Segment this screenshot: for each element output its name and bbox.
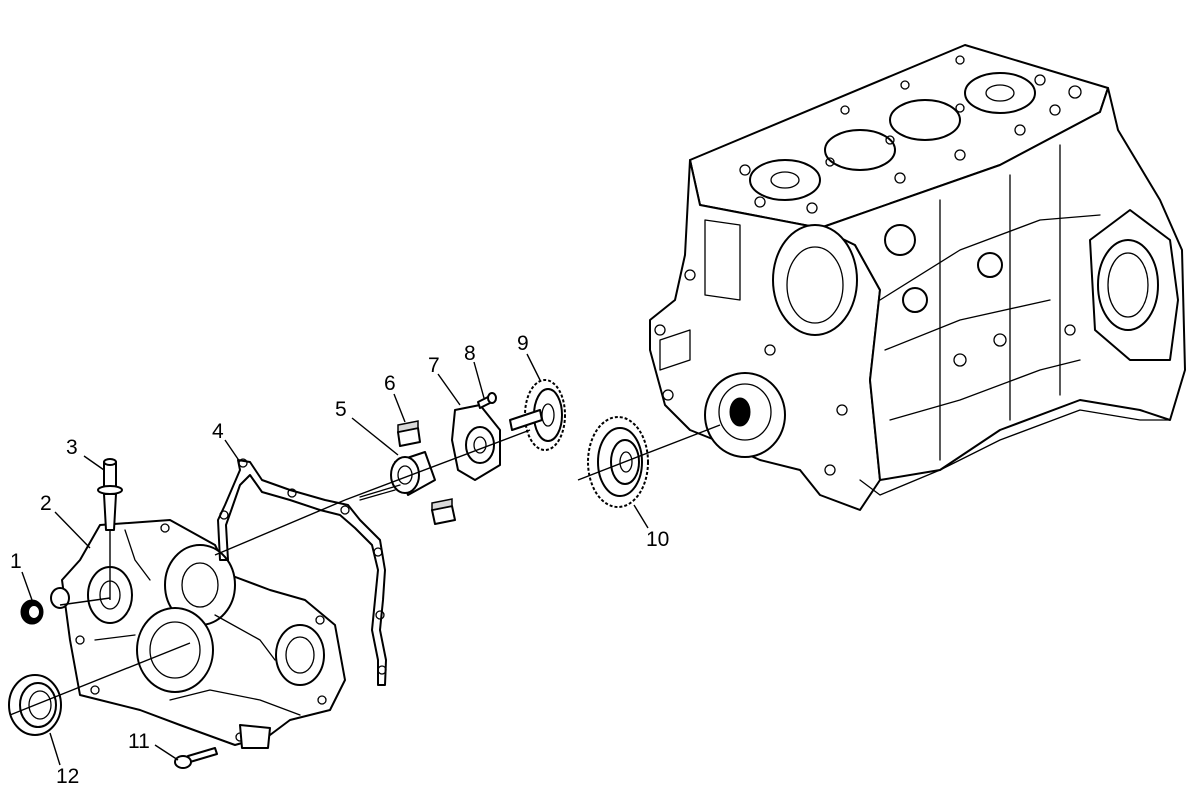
- callout-11: 11: [128, 730, 150, 753]
- shim-blocks: [397, 420, 456, 525]
- front-cover-gasket: [217, 458, 387, 686]
- oil-pressure-bolt: [97, 458, 123, 531]
- callout-7: 7: [428, 354, 440, 377]
- balance-shaft-bearing: [359, 451, 436, 501]
- housing-bolt: [477, 392, 497, 409]
- balance-shaft-gear: [509, 379, 566, 451]
- alignment-lines: [9, 424, 721, 716]
- plug: [20, 599, 44, 625]
- front-cover: [50, 519, 346, 749]
- callout-1: 1: [10, 550, 22, 573]
- callout-3: 3: [66, 436, 78, 459]
- callout-9: 9: [517, 332, 529, 355]
- callout-10: 10: [646, 528, 669, 551]
- callout-5: 5: [335, 398, 347, 421]
- callout-4: 4: [212, 420, 224, 443]
- callout-2: 2: [40, 492, 52, 515]
- callout-leaders: [21, 353, 649, 766]
- crankshaft-gear: [587, 416, 649, 508]
- engine-block: [649, 44, 1186, 511]
- balance-shaft-housing: [451, 404, 501, 481]
- callout-6: 6: [384, 372, 396, 395]
- callout-12: 12: [56, 765, 79, 788]
- cover-bolt: [174, 747, 218, 769]
- callout-8: 8: [464, 342, 476, 365]
- callout-labels: 1 2 3 4 5 6 7 8 9 10 11 12: [10, 332, 669, 788]
